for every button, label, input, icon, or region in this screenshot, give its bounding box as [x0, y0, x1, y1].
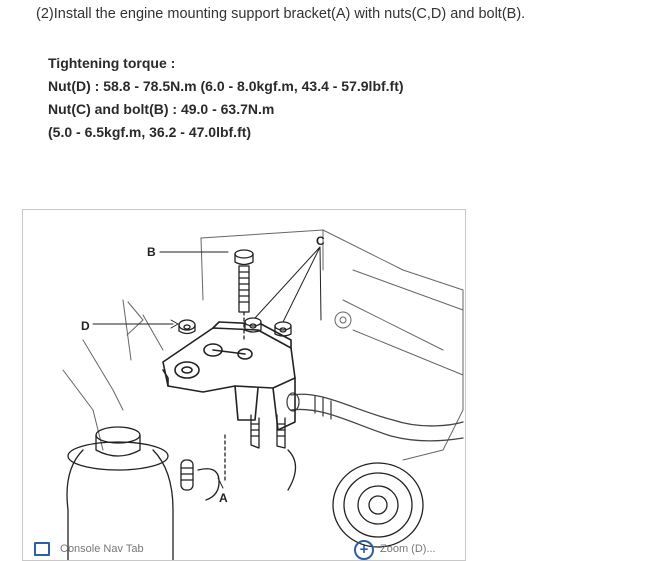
- torque-spec: Tightening torque : Nut(D) : 58.8 - 78.5…: [48, 52, 404, 144]
- label-d: D: [81, 319, 90, 333]
- engine-mount-bracket-illustration: B D C A: [22, 209, 466, 561]
- zoom-label[interactable]: Zoom (D)...: [380, 543, 436, 555]
- label-a: A: [219, 491, 228, 505]
- zoom-plus-icon[interactable]: +: [354, 540, 374, 560]
- engine-housing: [62, 229, 464, 461]
- step-instruction: (2)Install the engine mounting support b…: [36, 6, 526, 22]
- support-bracket-a: [162, 321, 296, 431]
- bracket-diagram-svg: B D C A: [62, 229, 464, 560]
- torque-line-nut-d: Nut(D) : 58.8 - 78.5N.m (6.0 - 8.0kgf.m,…: [48, 78, 404, 94]
- nut-d: [178, 319, 196, 335]
- label-c: C: [316, 234, 325, 248]
- hose: [286, 392, 464, 442]
- bottom-toolbar: Console Nav Tab + Zoom (D)...: [30, 540, 460, 560]
- reservoir: [66, 426, 174, 560]
- torque-line-nut-c-bolt-b: Nut(C) and bolt(B) : 49.0 - 63.7N.m: [48, 101, 275, 117]
- label-b: B: [147, 245, 156, 259]
- nut-c-right: [274, 321, 292, 337]
- leader-lines: [92, 246, 322, 489]
- nut-c-left: [244, 317, 262, 333]
- torque-heading: Tightening torque :: [48, 55, 176, 71]
- console-nav-label[interactable]: Console Nav Tab: [60, 543, 144, 555]
- torque-line-nut-c-bolt-b-alt-units: (5.0 - 6.5kgf.m, 36.2 - 47.0lbf.ft): [48, 124, 252, 140]
- bolt-b: [234, 249, 254, 341]
- pulley: [332, 462, 424, 548]
- stud-bolts: [180, 414, 297, 501]
- console-nav-icon[interactable]: [34, 542, 50, 556]
